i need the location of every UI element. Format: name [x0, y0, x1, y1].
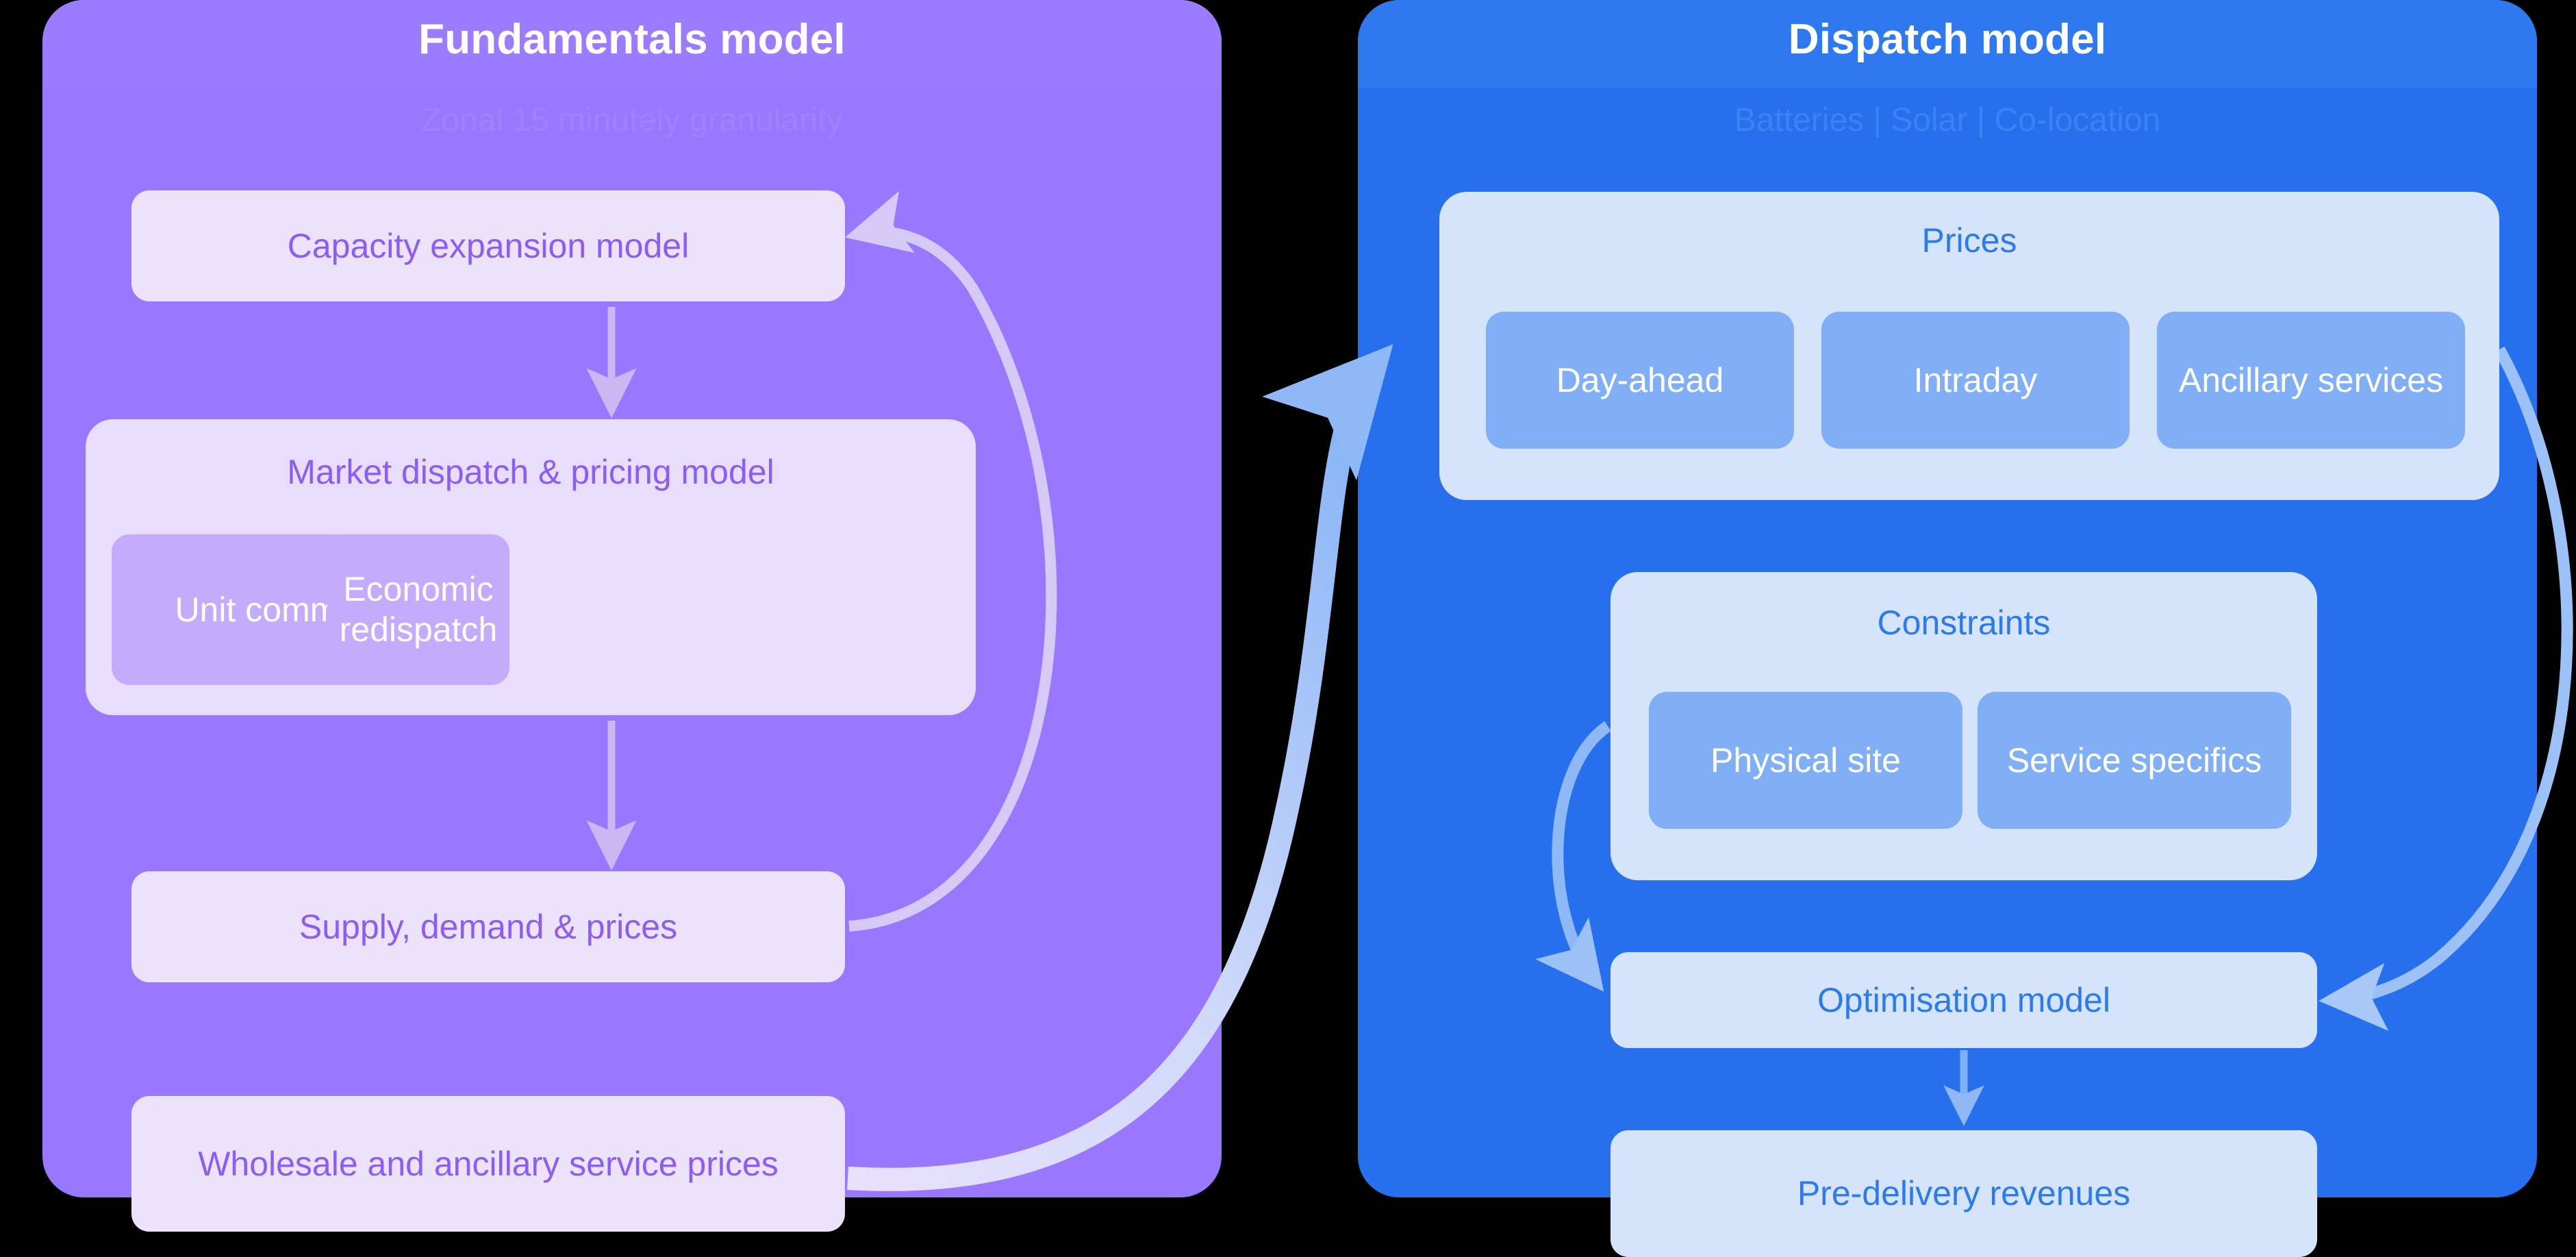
node-service-specifics[interactable]: Service specifics — [1978, 692, 2291, 829]
left-panel-header-band — [42, 0, 1222, 88]
right-panel-header-band — [1358, 0, 2537, 88]
group-title-constraints: Constraints — [1877, 603, 2051, 642]
node-wholesale-and-ancillary-service-prices[interactable]: Wholesale and ancillary service prices — [131, 1096, 845, 1232]
node-economic-redispatch[interactable]: Economic redispatch — [327, 534, 509, 685]
dispatch-model-subtitle: Batteries | Solar | Co-location — [1734, 102, 2161, 138]
node-physical-site[interactable]: Physical site — [1649, 692, 1962, 829]
group-title-market-dispatch-pricing-model: Market dispatch & pricing model — [287, 453, 774, 491]
dispatch-model-title: Dispatch model — [1788, 16, 2107, 63]
node-pre-delivery-revenues[interactable]: Pre-delivery revenues — [1611, 1130, 2317, 1257]
node-optimisation-model[interactable]: Optimisation model — [1611, 952, 2317, 1048]
node-ancillary-services[interactable]: Ancillary services — [2157, 312, 2465, 449]
node-day-ahead[interactable]: Day-ahead — [1486, 312, 1794, 449]
fundamentals-model-subtitle: Zonal 15 minutely granularity — [420, 102, 844, 138]
fundamentals-model-title: Fundamentals model — [418, 16, 846, 63]
node-supply-demand-prices[interactable]: Supply, demand & prices — [131, 871, 845, 982]
group-title-prices: Prices — [1921, 221, 2017, 260]
node-intraday[interactable]: Intraday — [1821, 312, 2130, 449]
node-capacity-expansion-model[interactable]: Capacity expansion model — [131, 190, 845, 301]
